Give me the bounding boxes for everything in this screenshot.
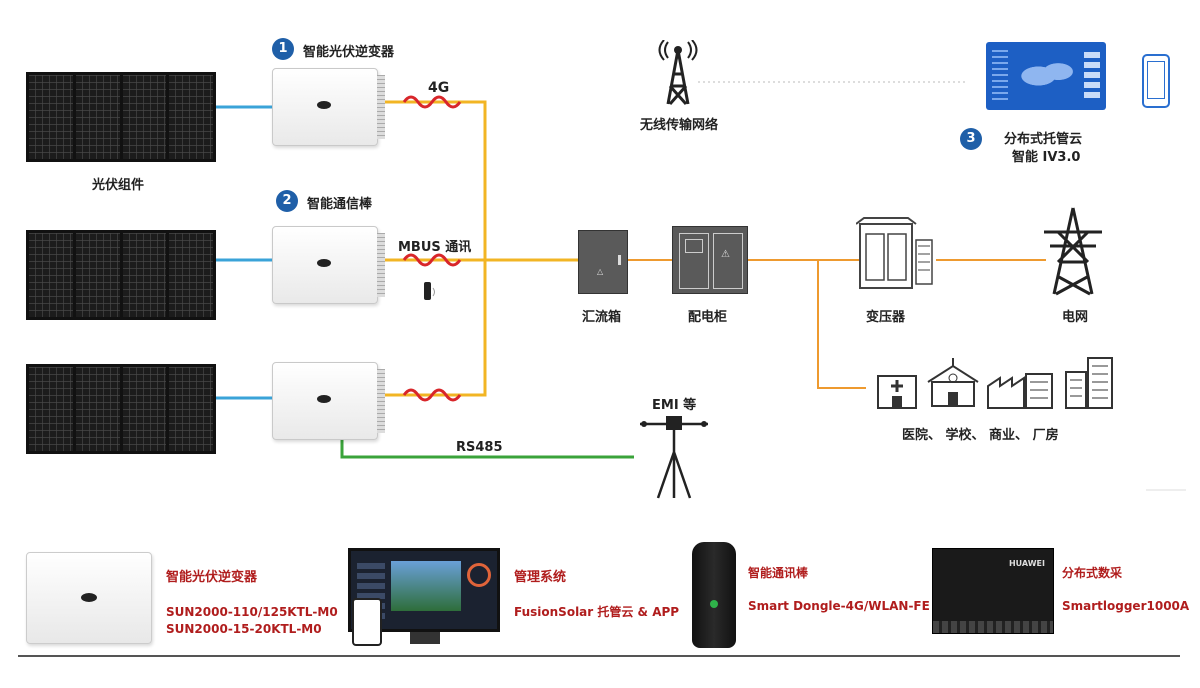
product-monitor-stand [410,632,440,644]
inverter-icon [272,362,385,440]
solar-panel-icon [26,230,216,320]
product-system-desc: FusionSolar 托管云 & APP [514,605,680,619]
mv-cable-branch [817,260,866,389]
power-pylon-icon [1044,207,1102,296]
school-icon [927,358,979,407]
product-inverter-model: SUN2000-110/125KTL-M0 [166,605,338,619]
distribution-label: 配电柜 [688,310,728,325]
inverter-icon [272,68,385,146]
consumers-label: 医院、 学校、 商业、 厂房 [902,428,1059,443]
link-4g-label: 4G [428,80,450,96]
product-datalogger-title: 分布式数采 [1062,566,1123,580]
product-datalogger-model: Smartlogger1000A [1062,599,1190,613]
device-brand-label: HUAWEI [1008,559,1045,568]
wave-3 [402,388,462,402]
city-building-icon [1065,357,1113,409]
hospital-icon [877,375,917,409]
pv-modules-label: 光伏组件 [92,178,145,193]
dongle-label: 智能通信棒 [307,197,373,212]
wireless-label: 无线传输网络 [640,118,719,133]
product-dongle-title: 智能通讯棒 [748,566,809,580]
cloud-label-1: 分布式托管云 [1004,132,1083,147]
solar-panel-icon [26,72,216,162]
product-dongle-model: Smart Dongle-4G/WLAN-FE [748,599,930,613]
antenna-tower-icon [658,40,698,105]
product-dongle-image [692,542,736,648]
product-system-title: 管理系统 [514,570,567,585]
product-monitor-image [348,548,500,632]
transformer-icon [856,217,933,289]
badge-1: 1 [272,38,294,60]
grid-label: 电网 [1062,310,1089,325]
distribution-cabinet-icon: ⚠ [672,226,748,294]
link-mbus-label: MBUS 通讯 [398,240,472,255]
product-inverter-image [26,552,152,644]
transformer-label: 变压器 [866,310,906,325]
badge-3: 3 [960,128,982,150]
wave-mbus [402,253,462,267]
factory-icon [987,373,1053,409]
phone-icon [1142,54,1170,108]
wave-4g [402,95,462,109]
inverter-label: 智能光伏逆变器 [303,45,395,60]
product-inverter-model: SUN2000-15-20KTL-M0 [166,622,322,636]
weather-station-icon [640,416,708,499]
dashboard-screen-icon [986,42,1106,110]
product-datalogger-image: HUAWEI [932,548,1054,634]
rs485-cable [340,432,634,459]
product-inverter-title: 智能光伏逆变器 [166,570,258,585]
badge-2: 2 [276,190,298,212]
combiner-label: 汇流箱 [582,310,622,325]
cloud-label-2: 智能 IV3.0 [1012,150,1081,165]
combiner-box-icon: △ [578,230,628,294]
inverter-icon [272,226,385,304]
dongle-icon [424,282,435,300]
emi-label: EMI 等 [652,398,697,413]
solar-panel-icon [26,364,216,454]
product-phone-image [352,598,382,646]
link-rs485-label: RS485 [456,440,503,455]
